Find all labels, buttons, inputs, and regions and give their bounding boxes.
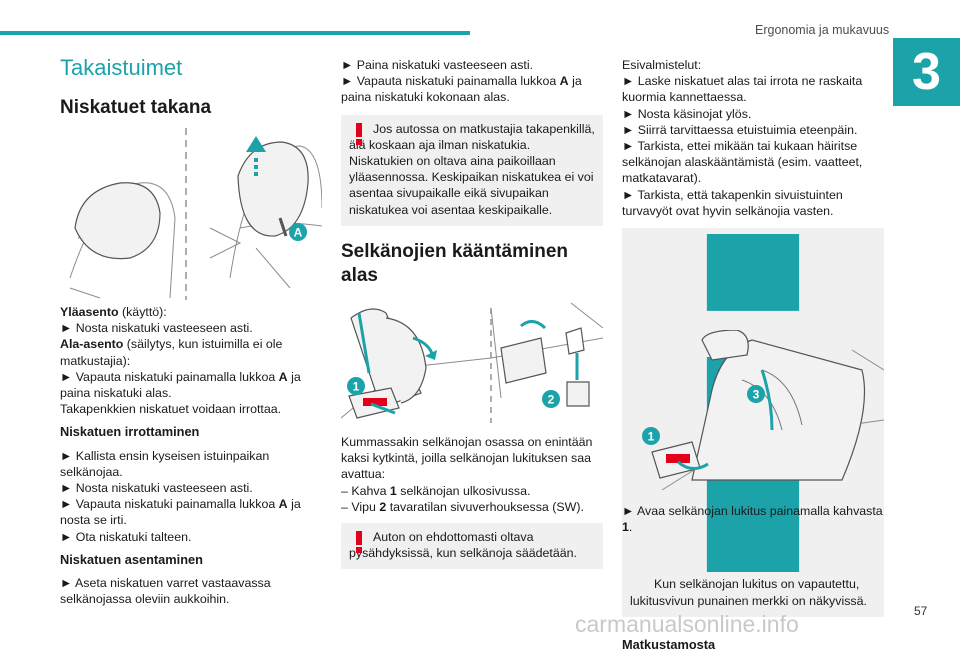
paragraph: Yläasento (käyttö): — [60, 305, 167, 319]
callout-1-marker — [642, 427, 660, 445]
info-text: Kun selkänojan lukitus on vapautettu, lu… — [630, 577, 867, 608]
warning-box: Auton on ehdottomasti oltava pysähdyksis… — [341, 523, 603, 570]
paragraph: ► Vapauta niskatuki painamalla lukkoa A … — [60, 497, 301, 528]
paragraph: ► Vapauta niskatuki painamalla lukkoa A … — [341, 74, 582, 105]
paragraph: ► Laske niskatuet alas tai irrota ne ras… — [622, 74, 863, 105]
paragraph: ► Nosta niskatuki vasteeseen asti. — [60, 321, 253, 336]
paragraph: ► Tarkista, ettei mikään tai kukaan häir… — [622, 139, 863, 186]
page-number: 57 — [914, 604, 928, 618]
heading-from-cabin: Matkustamosta — [622, 636, 716, 652]
paragraph: ► Nosta käsinojat ylös. — [622, 106, 752, 121]
header-accent-bar — [0, 31, 470, 35]
column-1: Niskatuet takana — [60, 96, 322, 120]
callout-1-marker — [347, 377, 365, 395]
chapter-badge: 3 — [893, 38, 960, 106]
paragraph: ► Aseta niskatuen varret vastaavassa sel… — [60, 576, 271, 607]
section-title: Ergonomia ja mukavuus — [755, 23, 890, 37]
paragraph: ► Siirrä tarvittaessa etuistuimia eteenp… — [622, 122, 858, 137]
paragraph: ► Ota niskatuki talteen. — [60, 529, 192, 544]
callout-a-label: A — [294, 226, 303, 240]
backrest-fold-illustration: 1 2 — [341, 302, 603, 423]
callout-2-marker — [542, 390, 560, 408]
paragraph: Esivalmistelut: — [622, 58, 702, 72]
warning-icon — [356, 531, 362, 554]
callout-1-label: 1 — [353, 380, 360, 394]
paragraph: – Vipu 2 tavaratilan sivuverhouksessa (S… — [341, 499, 584, 514]
callout-3-label: 3 — [753, 388, 760, 402]
paragraph: ► Nosta niskatuki vasteeseen asti. — [60, 481, 253, 496]
paragraph: ► Tarkista, että takapenkin sivuistuinte… — [622, 187, 843, 218]
page-title: Takaistuimet — [60, 55, 183, 80]
column-2-body: Kummassakin selkänojan osassa on enintää… — [341, 434, 603, 570]
paragraph: Kummassakin selkänojan osassa on enintää… — [341, 435, 593, 482]
column-3-body: ► Avaa selkänojan lukitus painamalla kah… — [622, 503, 884, 535]
paragraph: ► Avaa selkänojan lukitus painamalla kah… — [622, 504, 883, 535]
column-2: ► Paina niskatuki vasteeseen asti. ► Vap… — [341, 57, 603, 288]
warning-text: Auton on ehdottomasti oltava pysähdyksis… — [349, 530, 577, 561]
headrest-illustration: A — [69, 128, 322, 300]
paragraph: Ala-asento (säilytys, kun istuimilla ei … — [60, 337, 283, 368]
warning-icon — [356, 122, 362, 145]
column-1-body: Yläasento (käyttö): ► Nosta niskatuki va… — [60, 304, 322, 607]
callout-a-marker — [289, 223, 307, 241]
paragraph: Takapenkkien niskatuet voidaan irrottaa. — [60, 402, 282, 417]
callout-2-label: 2 — [548, 393, 555, 407]
callout-3-marker — [747, 385, 765, 403]
heading-rear-headrests: Niskatuet takana — [60, 97, 212, 118]
heading-fold-backrests: Selkänojien kääntäminen alas — [341, 240, 569, 286]
warning-box: Jos autossa on matkustajia takapenkillä,… — [341, 114, 603, 226]
heading-install-headrest: Niskatuen asentaminen — [60, 551, 203, 567]
watermark: carmanualsonline.info — [575, 611, 799, 637]
paragraph: ► Paina niskatuki vasteeseen asti. — [341, 58, 534, 72]
heading-remove-headrest: Niskatuen irrottaminen — [60, 424, 200, 440]
paragraph: ► Vapauta niskatuki painamalla lukkoa A … — [60, 369, 301, 401]
warning-text: Jos autossa on matkustajia takapenkillä,… — [349, 121, 595, 217]
paragraph: ► Kallista ensin kyseisen istuinpaikan s… — [60, 448, 270, 479]
cabin-release-illustration: 1 3 — [642, 330, 884, 491]
callout-1-label: 1 — [648, 430, 655, 444]
paragraph: – Kahva 1 selkänojan ulkosivussa. — [341, 483, 531, 498]
